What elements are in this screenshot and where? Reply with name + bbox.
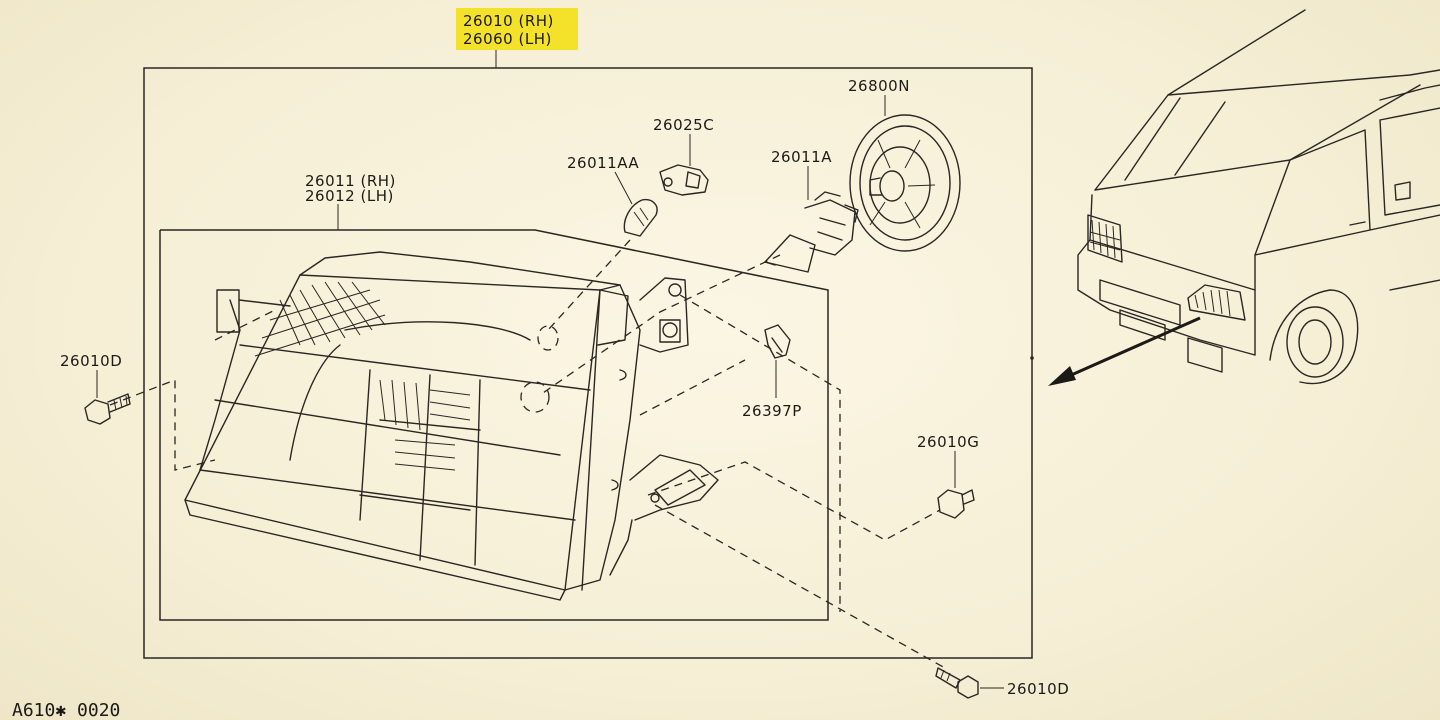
direction-arrow-icon <box>1048 316 1201 386</box>
part-26010d-left-label[interactable]: 26010D <box>60 352 122 370</box>
part-26011a-label[interactable]: 26011A <box>771 148 832 166</box>
clip-icon <box>764 324 791 359</box>
bolt-bottom-leader <box>654 504 946 669</box>
grommet-icon <box>937 489 975 519</box>
bolt-left-leader <box>109 309 276 471</box>
clip-leader <box>679 294 841 612</box>
van-icon <box>1077 9 1440 385</box>
housing-label-rh[interactable]: 26011 (RH) <box>305 172 396 190</box>
socket-location-marker <box>520 381 550 413</box>
bolt-bottom-icon <box>935 667 979 699</box>
grommet-leader <box>647 461 941 541</box>
assembly-frame <box>143 67 1033 659</box>
bulb-location-marker <box>537 325 559 351</box>
small-bulb-icon <box>623 198 658 237</box>
headlamp-icon <box>184 251 719 601</box>
part-26011aa-label[interactable]: 26011AA <box>567 154 639 172</box>
part-26010g-label[interactable]: 26010G <box>917 433 979 451</box>
part-26397p-label[interactable]: 26397P <box>742 402 802 420</box>
housing-frame <box>159 229 829 621</box>
part-26010d-bottom-label[interactable]: 26010D <box>1007 680 1069 698</box>
part-26025c-label[interactable]: 26025C <box>653 116 714 134</box>
assembly-label-rh[interactable]: 26010 (RH) <box>463 12 554 30</box>
diagram-code: A610✱ 0020 <box>12 700 120 720</box>
bulb-main-leader <box>539 254 781 396</box>
clip-leader-2 <box>639 359 746 416</box>
main-bulb-icon <box>764 191 859 273</box>
bulb-small-leader <box>547 239 631 331</box>
socket-icon <box>659 164 709 196</box>
dust-cap-icon <box>849 114 961 252</box>
assembly-label-highlight <box>456 8 578 50</box>
part-26800n-label[interactable]: 26800N <box>848 77 910 95</box>
housing-label-lh[interactable]: 26012 (LH) <box>305 187 394 205</box>
assembly-label-lh[interactable]: 26060 (LH) <box>463 30 552 48</box>
bolt-left-icon <box>84 393 131 425</box>
